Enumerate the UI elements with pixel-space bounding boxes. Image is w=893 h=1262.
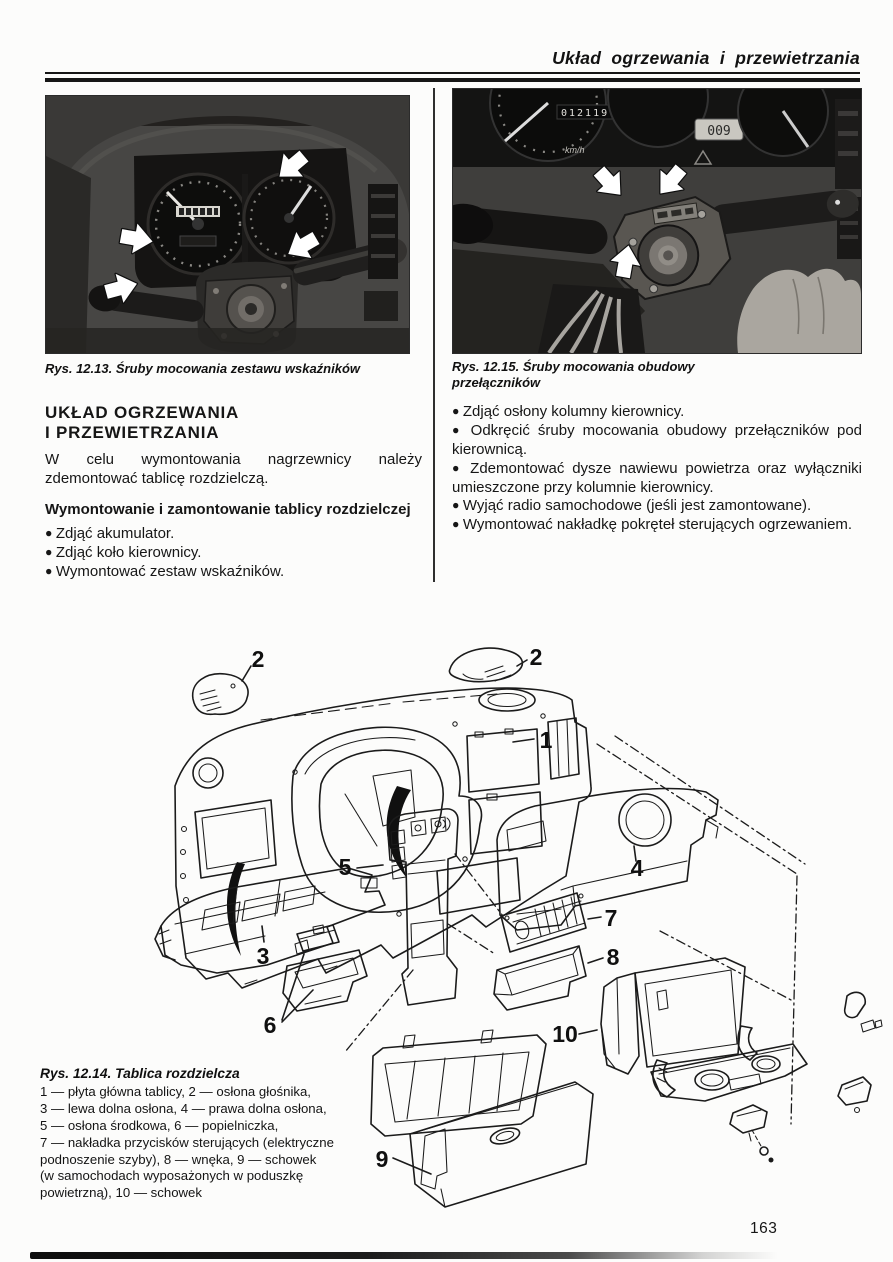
part-9-glovebox [370, 1029, 594, 1208]
part-label-2b: 2 [530, 644, 543, 670]
part-4-right-lower-cover [496, 787, 719, 931]
left-stalk-lever [453, 203, 608, 255]
list-item: Wyjąć radio samochodowe (jeśli jest zamo… [452, 497, 862, 516]
part-3-left-lower-cover [154, 867, 386, 974]
part-6-ashtray [281, 924, 368, 1023]
section-heading-line2: I PRZEWIETRZANIA [45, 423, 220, 443]
header-rule [45, 78, 860, 82]
speed-unit-label: km/h [565, 145, 585, 155]
caption-fig-12-13: Rys. 12.13. Śruby mocowania zestawu wska… [45, 361, 361, 376]
caption-fig-12-14-legend: 1 — płyta główna tablicy, 2 — osłona gło… [40, 1084, 352, 1202]
wiring-harness [547, 289, 623, 353]
part-2-speaker-cover-left [191, 665, 252, 716]
mechanic-hand [737, 268, 861, 353]
right-stalk-lever [708, 189, 859, 235]
section-heading-line1: UKŁAD OGRZEWANIA [45, 403, 240, 422]
legend-line: (w samochodach wyposażonych w poduszkę [40, 1168, 304, 1184]
procedure-list-left: Zdjąć akumulator. Zdjąć koło kierownicy.… [45, 525, 422, 582]
speedometer-gauge [146, 172, 250, 276]
dashboard-exploded-view: 2 2 1 5 4 3 7 8 6 10 9 [154, 644, 883, 1208]
part-label-9: 9 [376, 1146, 389, 1172]
part-label-1: 1 [540, 727, 553, 753]
list-item: Wymontować zestaw wskaźników. [45, 563, 422, 582]
instrument-cluster-photo-illustration [46, 96, 409, 353]
construction-lines [344, 735, 806, 1125]
legend-line: podnoszenie szyby), 8 — wnęka, 9 — schow… [40, 1151, 317, 1167]
right-text-column: Zdjąć osłony kolumny kierownicy. Odkręci… [452, 403, 862, 535]
part-5-center-cover [356, 808, 521, 1006]
list-item: Wymontować nakładkę pokręteł sterujących… [452, 516, 862, 535]
part-label-2a: 2 [252, 646, 265, 672]
part-label-3: 3 [257, 943, 270, 969]
switch-housing [613, 195, 732, 301]
legend-line: 1 — płyta główna tablicy, 2 — osłona gło… [40, 1084, 311, 1099]
left-text-column: UKŁAD OGRZEWANIA I PRZEWIETRZANIA W celu… [45, 403, 422, 582]
instrument-cluster-top: 012119 km/h 009 [489, 89, 829, 165]
page-number: 163 [750, 1220, 778, 1237]
switch-housing-photo-illustration: 012119 km/h 009 [453, 89, 861, 353]
motion-arrow-left [226, 862, 245, 956]
legend-line: powietrzną), 10 — schowek [40, 1185, 202, 1201]
photo-fig-12-13 [45, 95, 410, 354]
page-header-title: Układ ogrzewania i przewietrzania [45, 48, 860, 74]
part-10-storage-compartment [578, 957, 883, 1163]
caption-fig-12-14-title: Rys. 12.14. Tablica rozdzielcza [40, 1066, 240, 1081]
part-2-speaker-cover-right [448, 647, 528, 683]
list-item: Zdemontować dysze nawiewu powietrza oraz… [452, 460, 862, 498]
list-item: Odkręcić śruby mocowania obudowy przełąc… [452, 422, 862, 460]
part-label-8: 8 [607, 944, 620, 970]
column-divider [433, 88, 435, 582]
lcd-display-value: 009 [707, 124, 730, 139]
page-header: Układ ogrzewania i przewietrzania [45, 48, 860, 82]
exploded-diagram-fig-12-14: 2 2 1 5 4 3 7 8 6 10 9 [145, 624, 890, 1214]
part-1-main-dashboard-panel [174, 687, 592, 989]
part-label-7: 7 [605, 905, 618, 931]
list-item: Zdjąć akumulator. [45, 525, 422, 544]
part-number-labels: 2 2 1 5 4 3 7 8 6 10 9 [252, 644, 644, 1172]
sub-heading: Wymontowanie i zamontowanie tablicy rozd… [45, 500, 411, 518]
intro-paragraph: W celu wymontowania nagrzewnicy należy z… [45, 450, 422, 487]
section-heading: UKŁAD OGRZEWANIA I PRZEWIETRZANIA [45, 403, 422, 444]
caption-fig-12-15: Rys. 12.15. Śruby mocowania obudowy prze… [452, 359, 695, 391]
motion-arrow-right [386, 786, 411, 878]
part-label-5: 5 [339, 854, 352, 880]
part-label-6: 6 [264, 1012, 277, 1038]
legend-line: 3 — lewa dolna osłona, 4 — prawa dolna o… [40, 1100, 327, 1116]
list-item: Zdjąć koło kierownicy. [45, 544, 422, 563]
legend-line: 7 — nakładka przycisków sterujących (ele… [40, 1134, 334, 1150]
part-label-4: 4 [631, 855, 644, 881]
right-side-vents [835, 99, 861, 259]
procedure-list-right: Zdjąć osłony kolumny kierownicy. Odkręci… [452, 403, 862, 535]
hazard-warning-icon [693, 149, 713, 165]
caption-fig-12-14: Rys. 12.14. Tablica rozdzielcza 1 — płyt… [40, 1066, 352, 1202]
part-label-10: 10 [552, 1021, 578, 1047]
list-item: Zdjąć osłony kolumny kierownicy. [452, 403, 862, 422]
odometer-reading: 012119 [561, 108, 609, 119]
legend-line: 5 — osłona środkowa, 6 — popielniczka, [40, 1117, 279, 1133]
part-7-switch-cover-plate [500, 892, 602, 953]
page-bottom-edge [30, 1252, 778, 1259]
side-vent [364, 184, 398, 321]
dashboard-cowl [46, 96, 409, 216]
part-8-recess-tray [493, 945, 604, 1011]
photo-fig-12-15: 012119 km/h 009 [452, 88, 862, 354]
